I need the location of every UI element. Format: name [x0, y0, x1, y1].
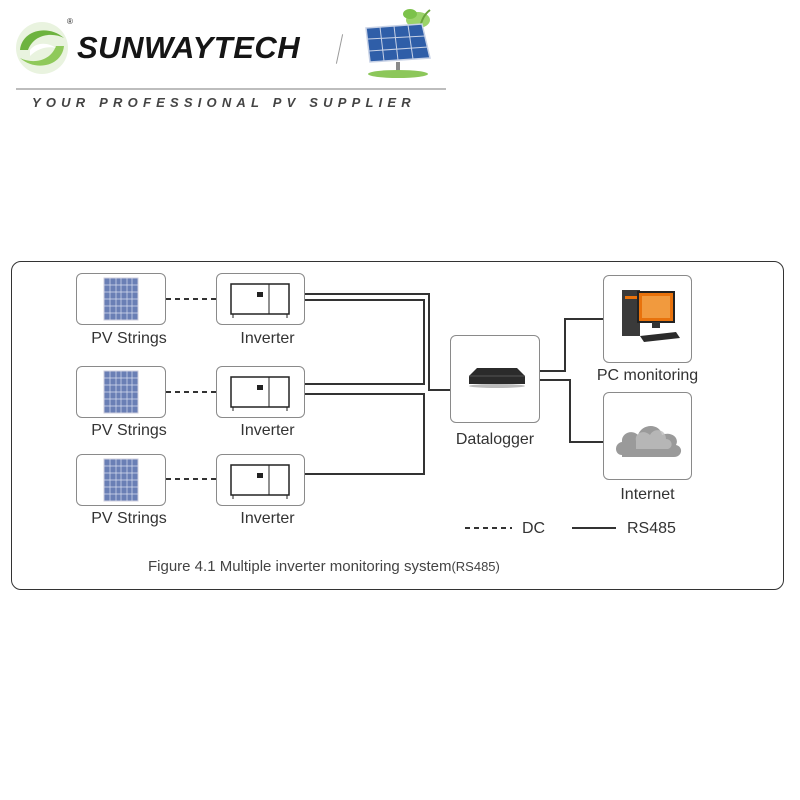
legend-rs485-label: RS485	[627, 520, 676, 537]
inverter-label-3: Inverter	[240, 510, 295, 527]
cloud-icon	[616, 426, 682, 457]
pv-strings-box-3	[76, 454, 166, 506]
pc-monitoring-box	[603, 275, 692, 363]
figure-caption-suffix: (RS485)	[451, 559, 500, 574]
pv-strings-label-2: PV Strings	[91, 422, 167, 439]
rs485-wire-internet	[540, 379, 603, 443]
header-rule	[16, 88, 446, 90]
registered-mark: ®	[67, 17, 73, 26]
datalogger-box	[450, 335, 540, 423]
pv-strings-box-2	[76, 366, 166, 418]
datalogger-label: Datalogger	[455, 431, 535, 448]
figure-caption-main: Figure 4.1 Multiple inverter monitoring …	[148, 558, 452, 575]
rs485-wire-inv1-inv2	[305, 299, 425, 385]
inverter-box-3	[216, 454, 305, 506]
inverter-box-1	[216, 273, 305, 325]
legend-dc-label: DC	[522, 520, 546, 537]
solar-panel-icon	[103, 458, 139, 502]
pv-strings-label-3: PV Strings	[91, 510, 167, 527]
solar-panel-icon	[103, 370, 139, 414]
pv-strings-label-1: PV Strings	[91, 330, 167, 347]
desktop-computer-icon	[622, 290, 680, 342]
sunwaytech-logo-icon	[16, 22, 68, 74]
rs485-wire-inv1-a	[305, 293, 450, 391]
solar-panel-plant-icon	[365, 9, 431, 78]
rs485-wire-pc	[540, 318, 603, 372]
inverter-label-2: Inverter	[240, 422, 295, 439]
inverter-icon	[230, 283, 290, 318]
brand-name: SUNWAYTECH	[77, 30, 301, 65]
tagline: YOUR PROFESSIONAL PV SUPPLIER	[32, 95, 416, 110]
inverter-box-2	[216, 366, 305, 418]
internet-label: Internet	[620, 486, 675, 503]
rs485-wire-inv2-inv3	[305, 393, 425, 475]
pc-monitoring-label: PC monitoring	[596, 367, 699, 384]
inverter-icon	[230, 464, 290, 499]
pv-strings-box-1	[76, 273, 166, 325]
internet-box	[603, 392, 692, 480]
inverter-icon	[230, 376, 290, 411]
figure-caption: Figure 4.1 Multiple inverter monitoring …	[148, 558, 500, 575]
solar-panel-icon	[103, 277, 139, 321]
diagram-frame	[11, 261, 784, 590]
header: ® SUNWAYTECH YOUR PROFESSIONAL PV SUPPLI…	[0, 0, 800, 120]
datalogger-icon	[469, 368, 525, 388]
inverter-label-1: Inverter	[240, 330, 295, 347]
